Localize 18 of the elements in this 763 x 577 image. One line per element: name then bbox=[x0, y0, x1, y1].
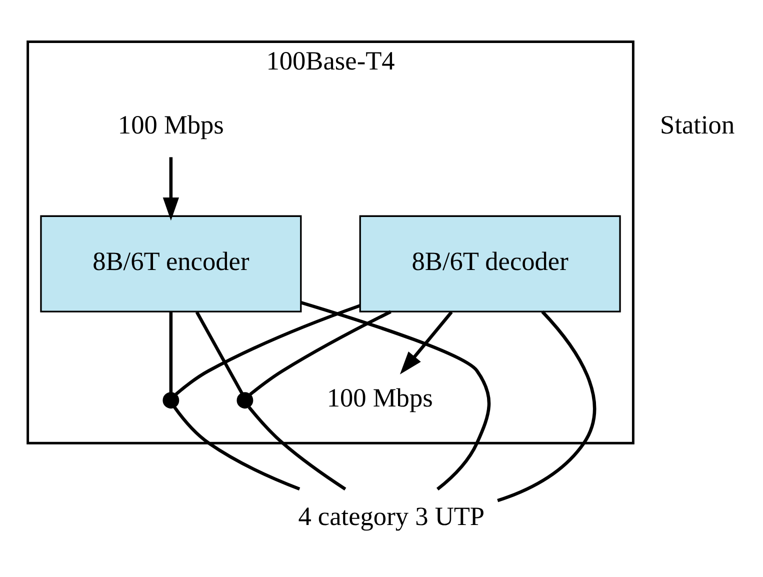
connector bbox=[497, 310, 596, 502]
arrow bbox=[400, 311, 453, 374]
connector bbox=[174, 304, 361, 396]
node-circle bbox=[236, 392, 254, 409]
connector bbox=[173, 406, 300, 491]
node-text: 4 category 3 UTP bbox=[298, 502, 485, 532]
node-text: 100 Mbps bbox=[118, 110, 224, 140]
connector bbox=[195, 311, 244, 394]
arrow bbox=[162, 157, 179, 221]
node-circle bbox=[162, 392, 180, 409]
node-box: 8B/6T decoder bbox=[359, 215, 621, 312]
label: Station bbox=[660, 110, 735, 140]
connector bbox=[248, 406, 346, 490]
connector bbox=[169, 312, 173, 393]
connector bbox=[300, 300, 491, 490]
connector bbox=[249, 310, 392, 396]
node-box: 8B/6T encoder bbox=[40, 215, 302, 312]
node-text: 100 Mbps bbox=[326, 384, 433, 413]
